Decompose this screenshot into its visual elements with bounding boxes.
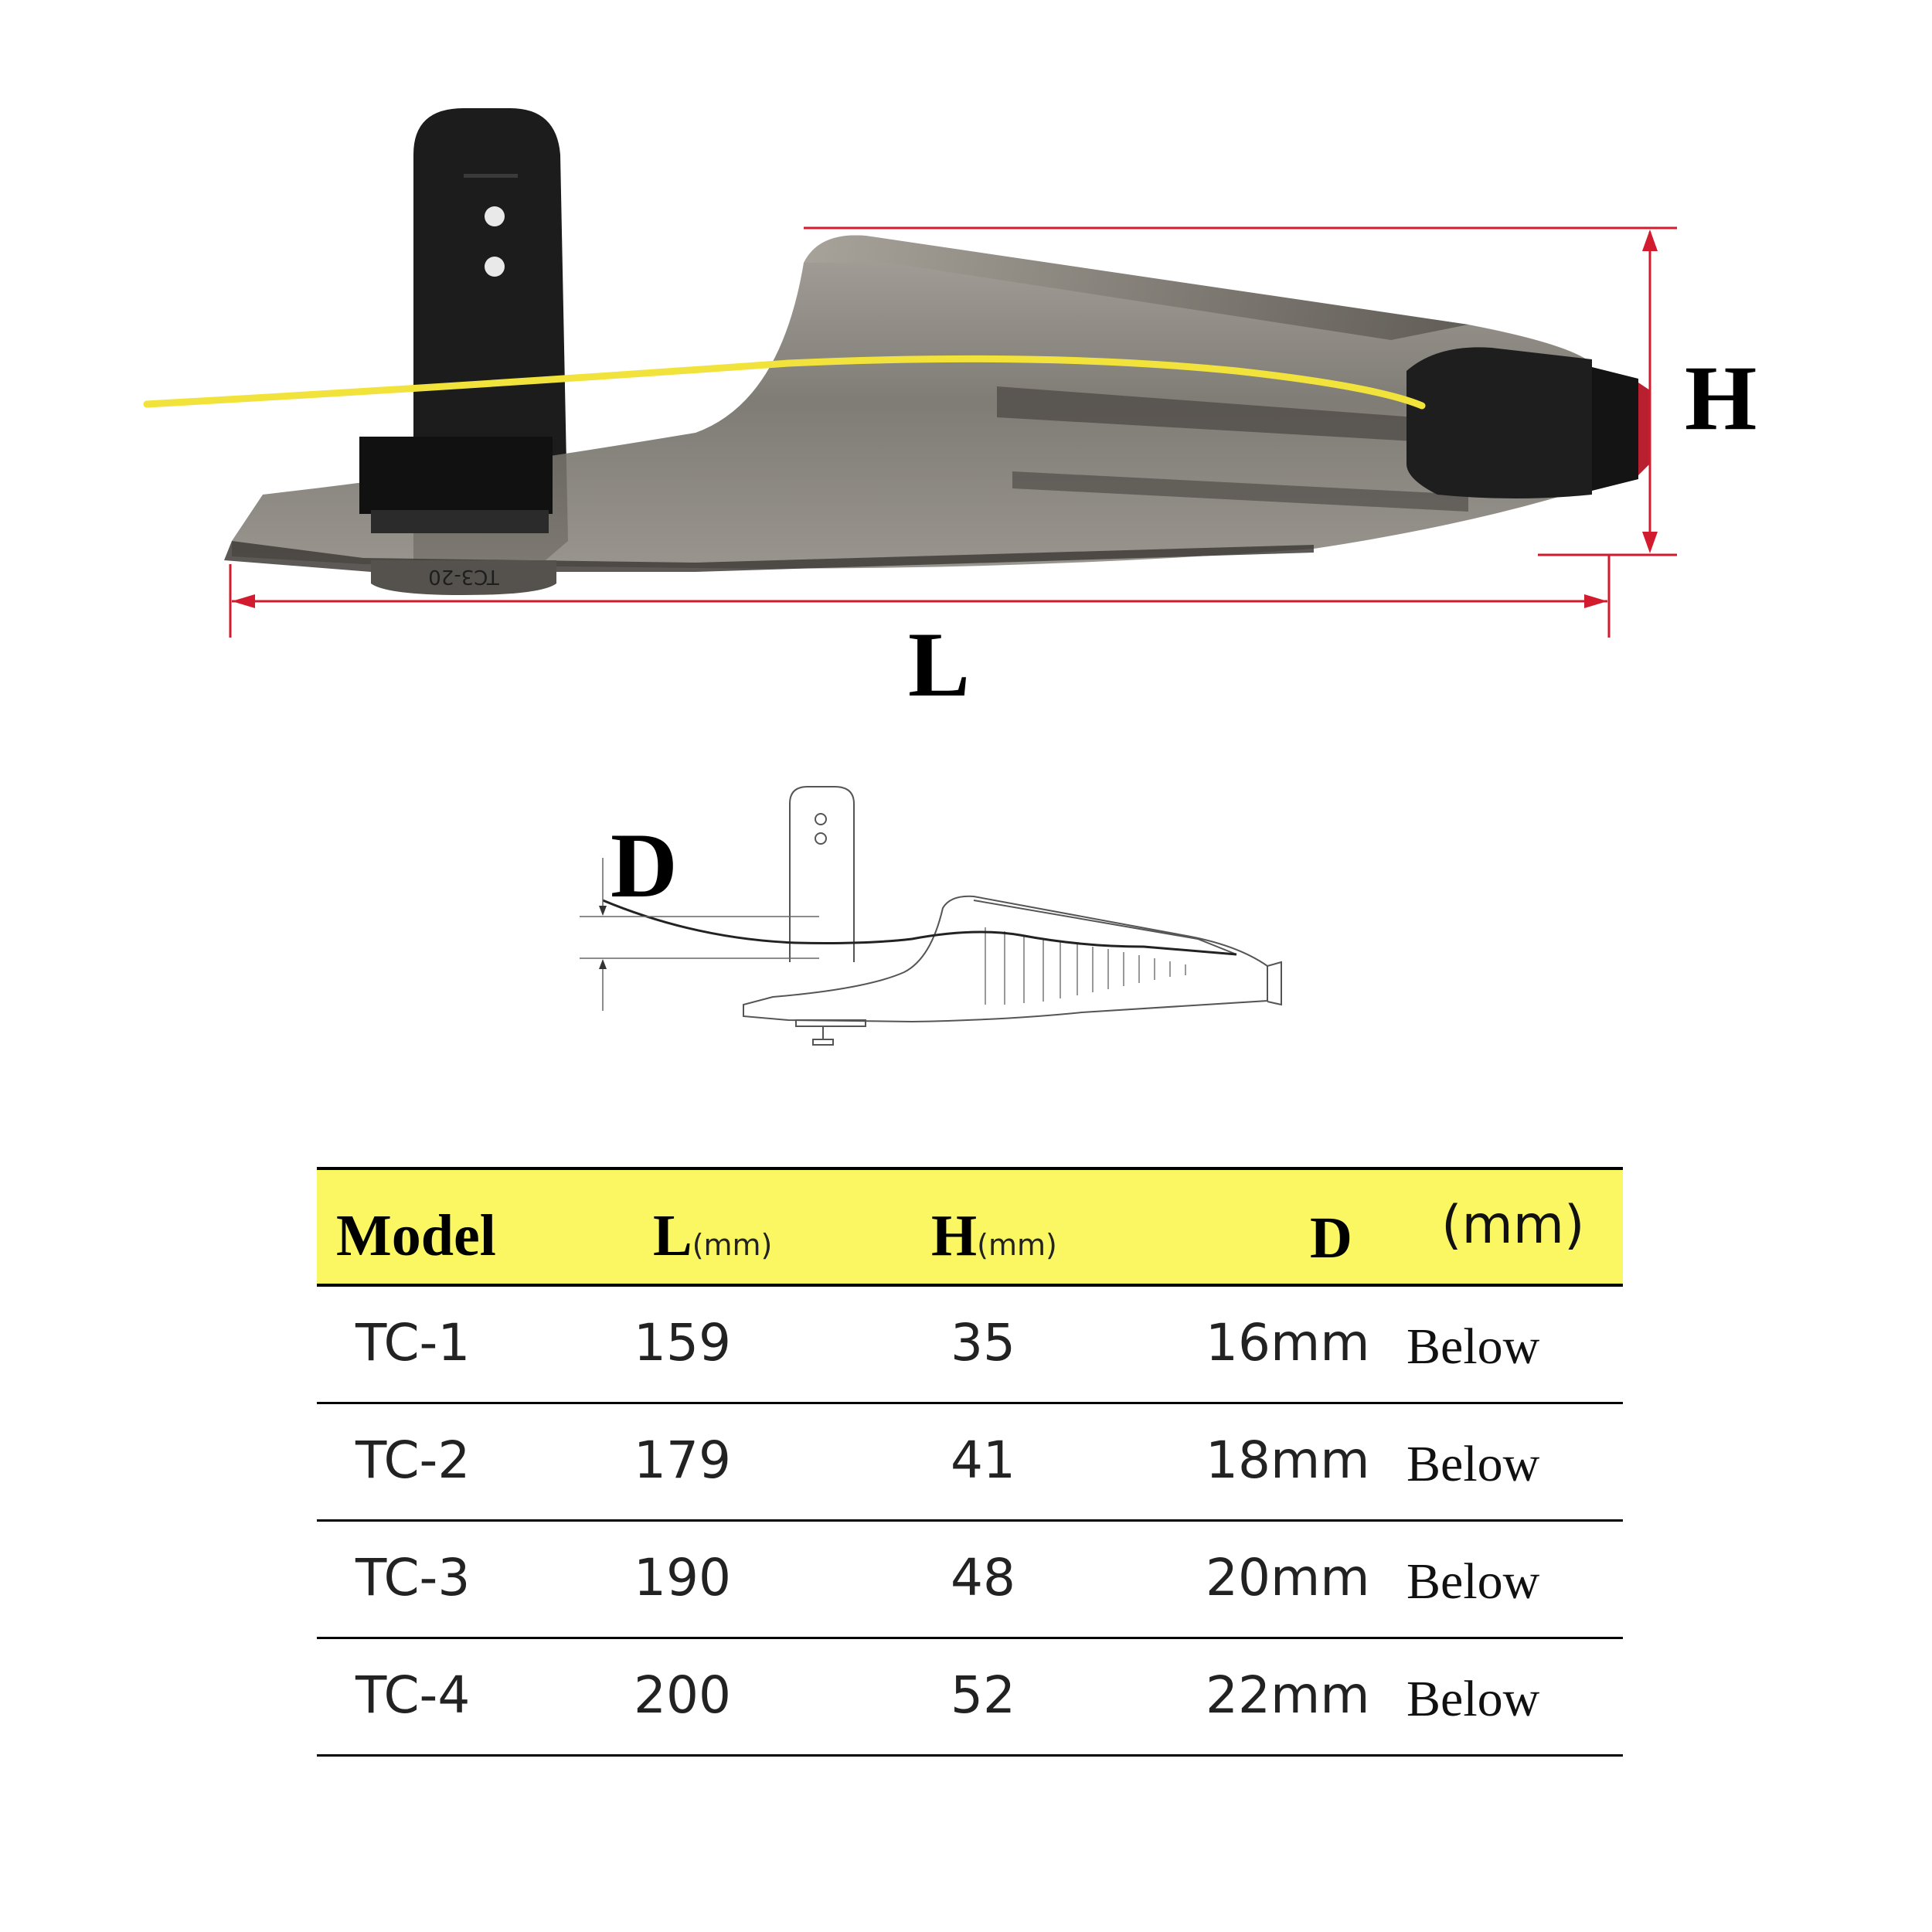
header-length-letter: L	[653, 1203, 692, 1268]
table-header: Model L(mm) H(mm) D (mm)	[317, 1167, 1623, 1287]
cell-model: TC-4	[355, 1665, 471, 1725]
cell-model: TC-2	[355, 1430, 471, 1490]
header-model: Model	[336, 1203, 496, 1268]
header-height-letter: H	[931, 1203, 978, 1268]
cell-height: 41	[951, 1430, 1015, 1490]
cell-depth: 18mm	[1206, 1430, 1370, 1490]
cell-height: 52	[951, 1665, 1015, 1725]
diagram-body	[743, 895, 1268, 1023]
cell-model: TC-3	[355, 1548, 471, 1607]
header-depth: D	[1310, 1206, 1352, 1270]
dimension-lines	[229, 226, 1677, 638]
depth-diagram	[580, 786, 1282, 1046]
nose-cone	[1406, 347, 1650, 498]
yellow-wire	[143, 355, 1426, 410]
header-length: L(mm)	[653, 1206, 772, 1265]
product-illustration: TC3-20	[143, 108, 1677, 638]
cell-depth: 22mm	[1206, 1665, 1370, 1725]
table-row: TC-4 200 52 22mm Below	[317, 1639, 1623, 1757]
cell-length: 190	[634, 1548, 731, 1607]
cell-height: 48	[951, 1548, 1015, 1607]
table-row: TC-3 190 48 20mm Below	[317, 1522, 1623, 1639]
cell-length: 179	[634, 1430, 731, 1490]
tool-body: TC3-20	[224, 235, 1592, 595]
cell-length: 200	[634, 1665, 731, 1725]
length-label: L	[908, 613, 971, 716]
cell-note: Below	[1406, 1318, 1540, 1375]
model-stamp: TC3-20	[428, 565, 500, 588]
table-row: TC-2 179 41 18mm Below	[317, 1404, 1623, 1522]
height-label: H	[1685, 346, 1757, 449]
cell-note: Below	[1406, 1553, 1540, 1610]
cell-depth: 20mm	[1206, 1548, 1370, 1607]
spec-table: Model L(mm) H(mm) D (mm) TC-1 159 35 16m…	[317, 1167, 1623, 1762]
cell-note: Below	[1406, 1671, 1540, 1727]
cell-height: 35	[951, 1313, 1015, 1372]
header-depth-unit: (mm)	[1441, 1195, 1585, 1256]
header-height-unit: (mm)	[977, 1228, 1057, 1262]
cell-note: Below	[1406, 1436, 1540, 1492]
cell-depth: 16mm	[1206, 1313, 1370, 1372]
header-height: H(mm)	[931, 1206, 1057, 1265]
cell-model: TC-1	[355, 1313, 471, 1372]
table-row: TC-1 159 35 16mm Below	[317, 1287, 1623, 1404]
diagram-clip	[789, 786, 855, 962]
cell-length: 159	[634, 1313, 731, 1372]
depth-label: D	[611, 814, 678, 917]
diagram-cable	[602, 899, 1237, 956]
header-length-unit: (mm)	[692, 1228, 773, 1262]
